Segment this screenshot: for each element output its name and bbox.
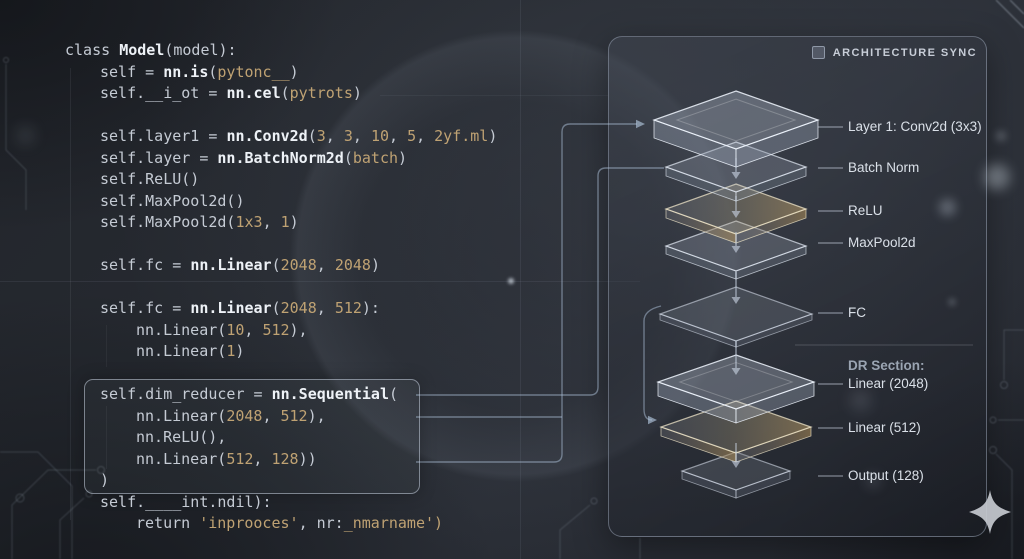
bokeh-dot bbox=[866, 474, 880, 488]
code-block: class Model(model): self = nn.is(pytonc__… bbox=[65, 40, 497, 535]
code-line: self.MaxPool2d() bbox=[100, 191, 245, 210]
indent-guide bbox=[106, 325, 107, 367]
code-line bbox=[65, 363, 497, 385]
layer-label: ReLU bbox=[848, 203, 883, 218]
sparkle-icon[interactable] bbox=[969, 490, 1011, 534]
code-line: self.____int.ndil): bbox=[100, 492, 272, 511]
bokeh-dot bbox=[984, 164, 1010, 190]
code-line: nn.ReLU(), bbox=[136, 428, 227, 446]
bokeh-dot bbox=[850, 390, 871, 411]
code-line: self.MaxPool2d(1x3, 1) bbox=[100, 213, 299, 231]
code-line: self.fc = nn.Linear(2048, 512): bbox=[100, 299, 380, 317]
code-line bbox=[65, 105, 497, 127]
architecture-sync-toggle[interactable]: ARCHITECTURE SYNC bbox=[811, 46, 977, 59]
code-line: nn.Linear(10, 512), bbox=[136, 320, 308, 339]
code-line: return 'inprooces', nr:_nmarname') bbox=[136, 514, 444, 532]
code-line: class Model(model): bbox=[65, 41, 237, 59]
code-line: nn.Linear(512, 128)) bbox=[136, 449, 317, 468]
code-line bbox=[65, 277, 497, 299]
code-line: self = nn.is(pytonc__) bbox=[100, 62, 299, 81]
sync-header-label: ARCHITECTURE SYNC bbox=[832, 46, 977, 59]
layer-label: Layer 1: Conv2d (3x3) bbox=[848, 119, 982, 134]
architecture-sync-panel bbox=[608, 36, 987, 537]
code-line: self.layer1 = nn.Conv2d(3, 3, 10, 5, 2yf… bbox=[100, 127, 498, 145]
code-line: self.dim_reducer = nn.Sequential( bbox=[100, 385, 399, 403]
sync-status-icon bbox=[811, 46, 825, 59]
bokeh-dot bbox=[948, 298, 956, 306]
grid-line-horizontal bbox=[0, 281, 640, 282]
dim-reducer-highlight-box bbox=[84, 379, 420, 494]
code-line: nn.Linear(2048, 512), bbox=[136, 406, 326, 425]
code-line: self.__i_ot = nn.cel(pytrots) bbox=[100, 84, 362, 102]
bokeh-dot bbox=[939, 199, 956, 216]
layer-label: FC bbox=[848, 305, 866, 320]
layer-label: DR Section: bbox=[848, 358, 925, 373]
grid-glow-dot bbox=[508, 278, 514, 284]
layer-label: Batch Norm bbox=[848, 160, 920, 175]
code-line: nn.Linear(1) bbox=[136, 342, 245, 360]
indent-guide bbox=[106, 406, 107, 469]
code-line: self.layer = nn.BatchNorm2d(batch) bbox=[100, 148, 408, 167]
code-line: self.ReLU() bbox=[100, 170, 200, 188]
grid-line-vertical bbox=[520, 0, 521, 559]
indent-guide bbox=[70, 68, 71, 520]
layer-label: MaxPool2d bbox=[848, 235, 916, 250]
bokeh-dot bbox=[996, 131, 1006, 141]
layer-label: Linear (2048) bbox=[848, 376, 929, 391]
code-line: ) bbox=[100, 471, 110, 489]
bokeh-dot bbox=[16, 126, 35, 145]
grid-line-horizontal bbox=[380, 95, 608, 96]
code-line: self.fc = nn.Linear(2048, 2048) bbox=[100, 256, 380, 274]
code-line bbox=[65, 234, 497, 256]
layer-label: Linear (512) bbox=[848, 420, 921, 435]
layer-label: Output (128) bbox=[848, 468, 924, 483]
